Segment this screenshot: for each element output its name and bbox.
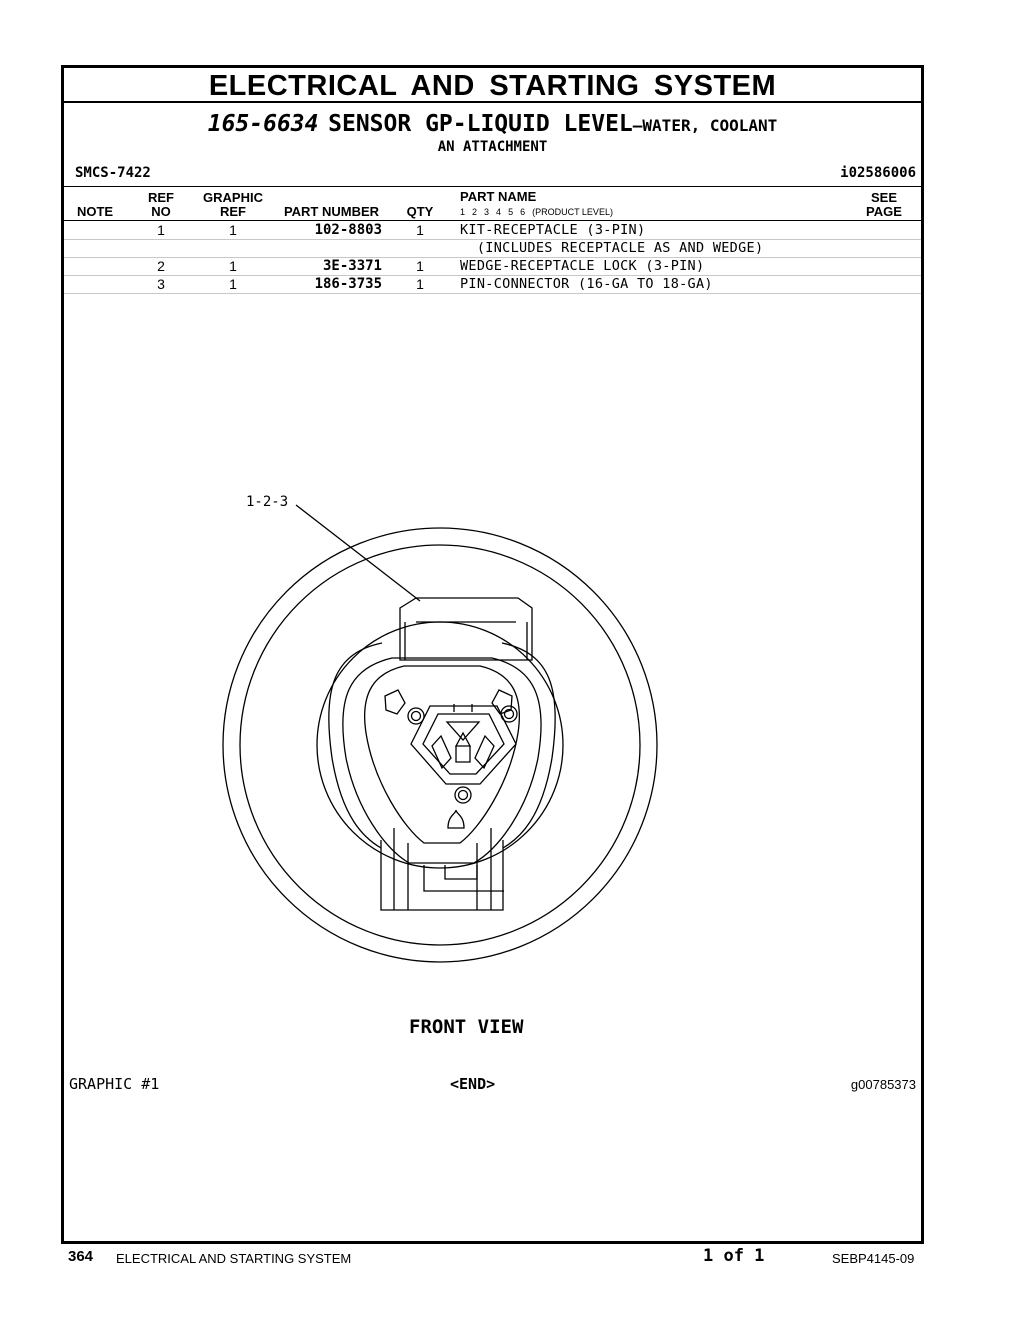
column-part-name: PART NAME bbox=[460, 189, 537, 204]
shell-edge-right bbox=[501, 642, 556, 849]
connector-front-view-drawing: 1-2-3 FRONT VIEW bbox=[222, 494, 658, 1038]
wedge-right-vane bbox=[474, 734, 495, 770]
part-name: PIN-CONNECTOR (16-GA TO 18-GA) bbox=[460, 276, 713, 292]
latch-inner bbox=[404, 621, 528, 660]
footer-section: ELECTRICAL AND STARTING SYSTEM bbox=[116, 1251, 352, 1266]
shell-edge-left bbox=[328, 642, 383, 849]
receptacle-shell-outer bbox=[342, 657, 542, 864]
illustration-id: i02586006 bbox=[840, 165, 916, 181]
table-row: 2 1 3E-3371 1 WEDGE-RECEPTACLE LOCK (3-P… bbox=[64, 257, 921, 276]
column-note: NOTE bbox=[76, 204, 114, 219]
column-graphic-ref-line1: GRAPHIC bbox=[203, 190, 263, 205]
part-name: WEDGE-RECEPTACLE LOCK (3-PIN) bbox=[460, 258, 705, 274]
smcs-code: SMCS-7422 bbox=[75, 165, 151, 181]
quantity: 1 bbox=[416, 276, 424, 292]
lock-latch bbox=[399, 597, 533, 661]
receptacle-flange-circle bbox=[316, 621, 564, 869]
part-name: KIT-RECEPTACLE (3-PIN) bbox=[460, 222, 646, 238]
column-qty: QTY bbox=[406, 204, 434, 219]
product-level-6: 6 bbox=[520, 207, 526, 217]
graphic-ref: 1 bbox=[229, 222, 237, 238]
polarizing-key-bottom bbox=[447, 809, 465, 829]
pin-cavity-3 bbox=[454, 786, 472, 804]
product-level-1: 1 bbox=[460, 207, 466, 217]
part-name: (INCLUDES RECEPTACLE AS AND WEDGE) bbox=[460, 240, 764, 256]
wedge-left-vane bbox=[431, 734, 452, 770]
table-row: 1 1 102-8803 1 KIT-RECEPTACLE (3-PIN) bbox=[64, 221, 921, 240]
polarizing-key-left bbox=[384, 689, 406, 715]
group-name-suffix: —WATER, COOLANT bbox=[632, 116, 778, 135]
end-marker: <END> bbox=[450, 1075, 496, 1093]
column-see-page-line2: PAGE bbox=[866, 204, 902, 219]
quantity: 1 bbox=[416, 222, 424, 238]
group-part-number: 165-6634 bbox=[207, 111, 319, 137]
wedge-center bbox=[445, 721, 481, 741]
group-name: SENSOR GP-LIQUID LEVEL bbox=[328, 111, 633, 137]
part-number: 3E-3371 bbox=[322, 258, 382, 274]
wedge-lock-inner bbox=[422, 713, 505, 775]
graphic-number: g00785373 bbox=[850, 1077, 916, 1092]
column-ref-no: REF NO bbox=[141, 191, 181, 219]
view-label: FRONT VIEW bbox=[409, 1016, 524, 1038]
wedge-lock-outer bbox=[410, 705, 517, 785]
quantity: 1 bbox=[416, 258, 424, 274]
column-graphic-ref-line2: REF bbox=[220, 204, 246, 219]
column-see-page-line1: SEE bbox=[870, 190, 897, 205]
table-row: 3 1 186-3735 1 PIN-CONNECTOR (16-GA TO 1… bbox=[64, 275, 921, 294]
header-divider bbox=[64, 186, 921, 187]
pin-cavity-1 bbox=[407, 707, 425, 725]
footer-page-number: 364 bbox=[68, 1248, 94, 1265]
footer-document-number: SEBP4145-09 bbox=[832, 1251, 915, 1266]
graphic-label: GRAPHIC #1 bbox=[69, 1075, 160, 1093]
inner-ring-circle bbox=[239, 544, 641, 946]
base-step bbox=[423, 865, 504, 892]
column-graphic-ref: GRAPHIC REF bbox=[198, 191, 268, 219]
ref-no: 1 bbox=[157, 222, 165, 238]
column-see-page: SEE PAGE bbox=[854, 191, 914, 219]
ref-no: 2 bbox=[157, 258, 165, 274]
product-level-5: 5 bbox=[508, 207, 514, 217]
part-number: 186-3735 bbox=[314, 276, 382, 292]
product-level-2: 2 bbox=[472, 207, 478, 217]
product-level-4: 4 bbox=[496, 207, 502, 217]
column-part-number: PART NUMBER bbox=[283, 204, 380, 219]
receptacle-face bbox=[364, 665, 520, 844]
callout-label: 1-2-3 bbox=[246, 494, 288, 510]
graphic-ref: 1 bbox=[229, 258, 237, 274]
footer-page-of: 1 of 1 bbox=[703, 1246, 765, 1266]
product-level-label: (PRODUCT LEVEL) bbox=[532, 207, 613, 217]
column-ref-no-line1: REF bbox=[148, 190, 174, 205]
outer-ring-circle bbox=[222, 527, 658, 963]
column-ref-no-line2: NO bbox=[151, 204, 171, 219]
page-frame: ELECTRICAL AND STARTING SYSTEM 165-6634 … bbox=[61, 65, 924, 1244]
section-title: ELECTRICAL AND STARTING SYSTEM bbox=[64, 68, 921, 103]
callout-leader-line bbox=[295, 504, 421, 602]
table-row: (INCLUDES RECEPTACLE AS AND WEDGE) bbox=[64, 239, 921, 258]
group-title: 165-6634 SENSOR GP-LIQUID LEVEL—WATER, C… bbox=[64, 111, 921, 137]
part-number: 102-8803 bbox=[314, 222, 382, 238]
receptacle-base bbox=[380, 840, 504, 911]
column-header-divider bbox=[64, 220, 921, 221]
ref-no: 3 bbox=[157, 276, 165, 292]
graphic-ref: 1 bbox=[229, 276, 237, 292]
attachment-label: AN ATTACHMENT bbox=[437, 139, 548, 155]
product-level-3: 3 bbox=[484, 207, 490, 217]
